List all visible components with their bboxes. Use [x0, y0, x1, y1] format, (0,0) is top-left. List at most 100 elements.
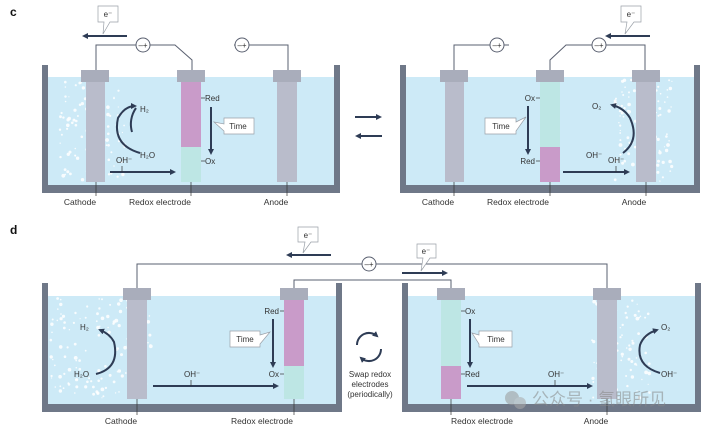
gas-bubble — [663, 146, 666, 148]
gas-bubble — [49, 355, 53, 359]
redox-electrode — [280, 288, 308, 399]
gas-bubble — [628, 344, 631, 347]
gas-bubble — [619, 115, 621, 117]
gas-bubble — [619, 153, 622, 156]
gas-bubble — [657, 85, 660, 88]
gas-bubble — [63, 168, 67, 172]
gas-bubble — [97, 369, 101, 373]
gas-bubble — [100, 377, 103, 380]
gas-bubble — [56, 297, 59, 300]
gas-bubble — [51, 331, 53, 334]
reaction-arrow — [116, 103, 141, 154]
gas-bubble — [117, 324, 121, 328]
gas-bubble — [591, 339, 594, 342]
gas-bubble — [73, 108, 77, 112]
gas-bubble — [74, 311, 77, 315]
gas-bubble — [78, 103, 82, 107]
gas-bubble — [59, 298, 62, 301]
gas-bubble — [67, 383, 71, 386]
electron-label: e⁻ — [627, 10, 636, 19]
gas-bubble — [123, 124, 125, 127]
gas-bubble — [53, 364, 56, 367]
gas-bubble — [62, 116, 65, 119]
cathode-electrode — [123, 288, 151, 399]
oh-label: OH⁻ — [586, 151, 602, 160]
gas-bubble — [106, 314, 110, 319]
gas-bubble — [621, 79, 625, 83]
gas-bubble — [61, 314, 66, 318]
gas-bubble — [80, 82, 83, 84]
gas-bubble — [670, 164, 674, 169]
oh-label: OH⁻ — [548, 370, 564, 379]
panel-label-c: c — [10, 5, 17, 19]
gas-bubble — [58, 345, 63, 349]
gas-bubble — [631, 341, 635, 345]
gas-bubble — [63, 321, 66, 324]
gas-bubble — [661, 160, 665, 164]
circuit-wires — [136, 263, 608, 288]
gas-bubble — [121, 131, 123, 134]
red-label: Red — [465, 370, 480, 379]
gas-bubble — [619, 139, 622, 142]
o2-label: O₂ — [592, 102, 601, 111]
gas-bubble — [116, 175, 119, 178]
gas-bubble — [117, 369, 122, 373]
gas-bubble — [592, 381, 595, 383]
gas-bubble — [592, 396, 595, 399]
gas-bubble — [614, 159, 618, 162]
gas-bubble — [80, 178, 85, 182]
gas-bubble — [621, 323, 624, 327]
callout — [484, 116, 527, 135]
gas-bubble — [120, 160, 123, 163]
gas-bubble — [51, 377, 53, 379]
gas-bubble — [613, 101, 617, 105]
gas-bubble — [69, 172, 72, 176]
gas-bubble — [119, 298, 123, 303]
gas-bubble — [621, 161, 625, 165]
gas-bubble — [591, 376, 595, 380]
ox-label: Ox — [205, 157, 215, 166]
gas-bubble — [668, 79, 671, 82]
gas-bubble — [75, 378, 79, 382]
gas-bubble — [99, 325, 101, 327]
gas-bubble — [75, 156, 80, 160]
gas-bubble — [105, 138, 109, 142]
gas-bubble — [72, 321, 75, 324]
gas-bubble — [625, 375, 628, 377]
gas-bubble — [123, 345, 127, 350]
gas-bubble — [668, 86, 673, 91]
gas-bubble — [88, 377, 91, 380]
gas-bubble — [624, 86, 626, 88]
gas-bubble — [67, 116, 71, 121]
gas-bubble — [63, 355, 67, 359]
reaction-arrow — [610, 103, 635, 154]
swap-cycle-icon — [355, 331, 383, 363]
gas-bubble — [618, 109, 622, 113]
gas-bubble — [66, 170, 70, 174]
gas-bubble — [630, 360, 634, 363]
anode-electrode — [593, 288, 621, 399]
gas-bubble — [666, 96, 669, 98]
power-source-icon: ‒+ — [361, 256, 377, 272]
gas-bubble — [661, 176, 665, 179]
cathode-electrode — [81, 70, 109, 182]
gas-bubble — [68, 96, 70, 98]
gas-bubble — [62, 387, 65, 390]
swap-label: Swap redox — [349, 370, 391, 379]
gas-bubble — [101, 298, 103, 301]
gas-bubble — [631, 162, 635, 167]
gas-bubble — [620, 359, 623, 362]
gas-bubble — [667, 109, 671, 113]
gas-bubble — [659, 92, 662, 95]
gas-bubble — [637, 310, 640, 313]
gas-bubble — [74, 154, 77, 157]
callout — [212, 117, 255, 135]
gas-bubble — [74, 392, 76, 394]
gas-bubble — [116, 349, 118, 352]
gas-bubble — [622, 115, 625, 118]
circuit-wires — [95, 44, 289, 70]
svg-text:‒+: ‒+ — [492, 41, 501, 50]
time-label: Time — [236, 335, 254, 344]
gas-bubble — [635, 316, 640, 321]
gas-bubble — [52, 358, 54, 361]
